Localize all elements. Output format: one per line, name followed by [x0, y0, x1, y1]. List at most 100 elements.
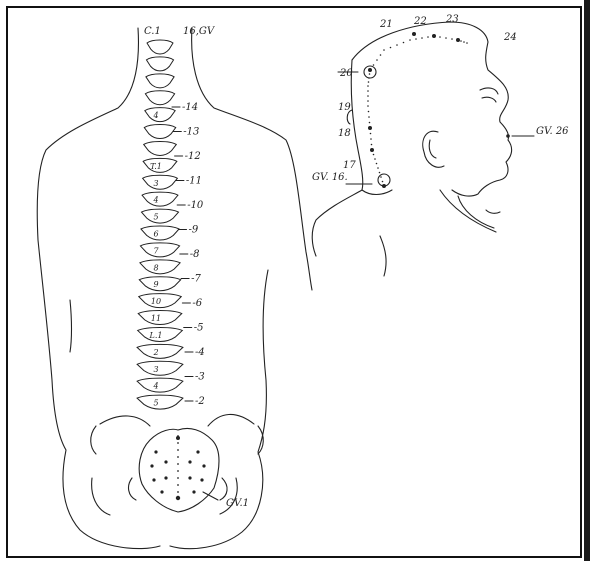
dot — [382, 181, 384, 183]
vertebra-number: 6 — [153, 229, 158, 238]
sacral-foramen — [150, 464, 153, 467]
gv1-point — [176, 496, 180, 500]
gv-point-label: -14 — [182, 102, 198, 113]
dot — [460, 40, 462, 42]
vertebra-number: 4 — [152, 111, 158, 120]
leader-lines — [203, 72, 534, 500]
vertebra-number: 8 — [153, 263, 158, 272]
sacral-foramen — [188, 476, 191, 479]
dot — [463, 41, 465, 43]
dot — [421, 37, 423, 39]
vertebra — [145, 91, 174, 105]
dot — [380, 176, 382, 178]
dot — [415, 38, 417, 40]
dot — [377, 167, 379, 169]
dot — [367, 95, 369, 97]
dot — [370, 138, 372, 140]
dot — [451, 38, 453, 40]
vertebra — [137, 344, 183, 358]
dot — [373, 64, 375, 66]
head-acupoint — [432, 34, 436, 38]
dot — [409, 39, 411, 41]
dot — [371, 144, 373, 146]
vertebra-number: 9 — [153, 280, 158, 289]
c1-label: C.1 — [144, 26, 161, 37]
dot — [177, 484, 179, 486]
dot — [369, 73, 371, 75]
vertebra — [141, 226, 179, 240]
dot — [367, 100, 369, 102]
gv-point-label: -3 — [195, 372, 205, 383]
gv26-label: GV. 26 — [536, 126, 569, 137]
gv-point-label: -4 — [195, 347, 205, 358]
dot — [177, 449, 179, 451]
gv-point-label: -6 — [192, 298, 202, 309]
dot — [396, 44, 398, 46]
dot — [374, 158, 376, 160]
dot — [177, 463, 179, 465]
vertebra-number: 5 — [153, 213, 158, 222]
vertebra-number: L.1 — [149, 331, 163, 340]
spine-point-labels: -14-13-12-11-10-9-8-7-6-5-4-3-2 — [172, 102, 205, 407]
head-acupoints — [364, 32, 510, 188]
dot — [177, 477, 179, 479]
vertebra — [144, 141, 177, 155]
dot — [177, 491, 179, 493]
vertebra — [143, 175, 178, 189]
head-acupoint — [368, 68, 372, 72]
dot — [369, 122, 371, 124]
head-point-17: 17 — [343, 160, 356, 171]
dot — [367, 90, 369, 92]
dot — [445, 37, 447, 39]
head-acupoint — [456, 38, 460, 42]
sacral-foramen — [188, 460, 191, 463]
vertebra — [142, 209, 179, 223]
dot — [177, 442, 179, 444]
dot — [367, 85, 369, 87]
vertebra-number: 2 — [152, 348, 158, 357]
dot — [390, 47, 392, 49]
sacral-foramen — [196, 450, 199, 453]
gv-point-label: -5 — [194, 323, 204, 334]
head-acupoint — [368, 126, 372, 130]
gv16-top-label: 16,GV — [183, 26, 216, 37]
vertebra-number: 5 — [153, 399, 158, 408]
vertebra-number: 11 — [151, 314, 161, 323]
sacral-foramen — [152, 478, 155, 481]
gv16-nape-label: GV. 16. — [312, 172, 348, 183]
dot — [177, 456, 179, 458]
vertebra — [137, 395, 183, 409]
head-acupoint — [370, 148, 374, 152]
vertebra — [139, 277, 180, 291]
sacral-foramen — [164, 460, 167, 463]
vertebra-number: 4 — [152, 196, 158, 205]
vertebra — [137, 378, 183, 392]
vertebra — [137, 361, 183, 375]
dot — [403, 42, 405, 44]
dot — [427, 36, 429, 38]
vertebra — [145, 108, 175, 122]
torso-outline — [37, 28, 312, 549]
head-point-19: 19 — [338, 102, 351, 113]
head-acupoint — [412, 32, 416, 36]
dot — [368, 81, 370, 83]
vertebra — [144, 125, 176, 139]
sacral-foramen — [192, 490, 195, 493]
dot — [368, 111, 370, 113]
head-outline — [312, 22, 511, 276]
dot — [383, 49, 385, 51]
vertebra-number: 3 — [153, 179, 158, 188]
vertebra — [146, 57, 173, 71]
vertebra-number: 10 — [151, 297, 161, 306]
dot — [373, 154, 375, 156]
sacral-foramen — [200, 478, 203, 481]
vertebra-number: T.1 — [150, 162, 162, 171]
dot — [376, 59, 378, 61]
vertebra — [140, 260, 180, 274]
dot — [177, 470, 179, 472]
dot — [376, 163, 378, 165]
vertebral-column — [137, 40, 183, 409]
dot — [439, 36, 441, 38]
vertebra — [147, 40, 173, 54]
